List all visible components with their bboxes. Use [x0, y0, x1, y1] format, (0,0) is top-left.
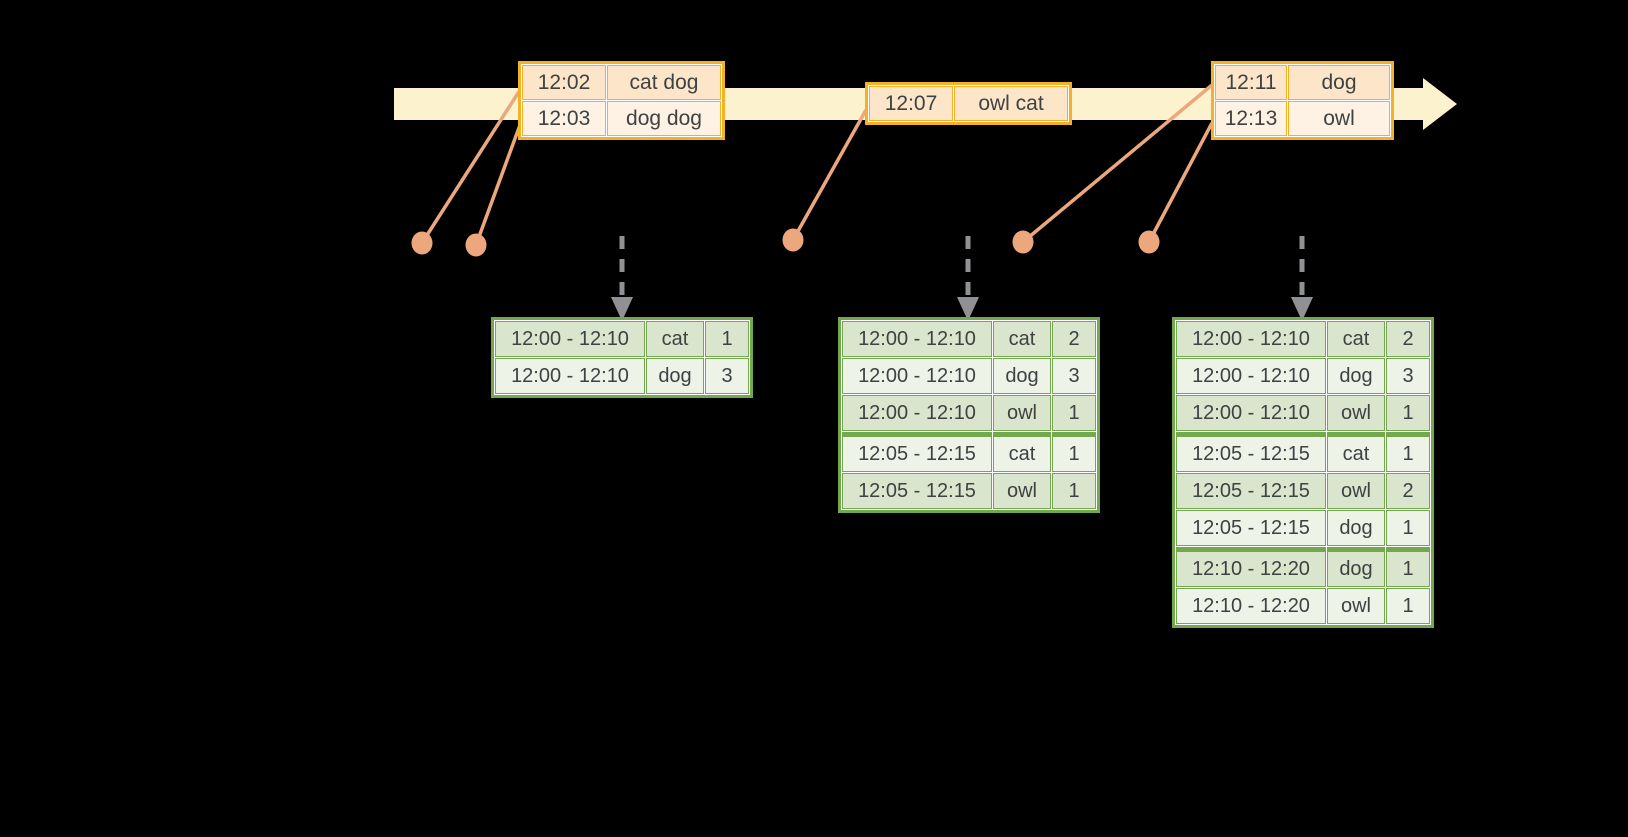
- event-connector-line: [1147, 122, 1214, 243]
- table-row: 12:13 owl: [1215, 101, 1390, 136]
- table-row: 12:10 - 12:20 dog 1: [1176, 547, 1430, 587]
- word-cell: cat: [1327, 321, 1385, 357]
- trigger-arrowhead-icon: [611, 297, 633, 321]
- result-table-2: 12:00 - 12:10 cat 2 12:00 - 12:10 dog 3 …: [838, 317, 1100, 513]
- window-cell: 12:00 - 12:10: [495, 358, 645, 394]
- event-time-cell: 12:02: [522, 65, 606, 100]
- table-row: 12:00 - 12:10 dog 3: [1176, 358, 1430, 394]
- table-row: 12:03 dog dog: [522, 101, 721, 136]
- result-table-1: 12:00 - 12:10 cat 1 12:00 - 12:10 dog 3: [491, 317, 753, 398]
- event-connector-line: [1021, 83, 1214, 244]
- event-dot: [1012, 230, 1034, 254]
- count-cell: 2: [1386, 321, 1430, 357]
- window-cell: 12:10 - 12:20: [1176, 547, 1326, 587]
- table-row: 12:11 dog: [1215, 65, 1390, 100]
- event-words-cell: dog dog: [607, 101, 721, 136]
- table-row: 12:00 - 12:10 owl 1: [1176, 395, 1430, 431]
- window-cell: 12:05 - 12:15: [1176, 473, 1326, 509]
- event-dot: [782, 228, 804, 252]
- trigger-arrowhead-icon: [1291, 297, 1313, 321]
- table-row: 12:07 owl cat: [869, 86, 1068, 121]
- window-cell: 12:00 - 12:10: [842, 395, 992, 431]
- event-table-1: 12:02 cat dog 12:03 dog dog: [518, 61, 725, 140]
- table-row: 12:00 - 12:10 dog 3: [842, 358, 1096, 394]
- event-words-cell: cat dog: [607, 65, 721, 100]
- event-table-3: 12:11 dog 12:13 owl: [1211, 61, 1394, 140]
- window-cell: 12:05 - 12:15: [842, 432, 992, 472]
- window-cell: 12:05 - 12:15: [842, 473, 992, 509]
- count-cell: 1: [705, 321, 749, 357]
- word-cell: dog: [1327, 510, 1385, 546]
- event-dot: [1138, 230, 1160, 254]
- event-connector-line: [420, 89, 522, 244]
- count-cell: 3: [1386, 358, 1430, 394]
- window-cell: 12:00 - 12:10: [495, 321, 645, 357]
- table-row: 12:02 cat dog: [522, 65, 721, 100]
- trigger-arrowhead-icon: [957, 297, 979, 321]
- table-row: 12:00 - 12:10 cat 2: [842, 321, 1096, 357]
- count-cell: 1: [1386, 510, 1430, 546]
- table-row: 12:10 - 12:20 owl 1: [1176, 588, 1430, 624]
- window-cell: 12:05 - 12:15: [1176, 510, 1326, 546]
- window-cell: 12:10 - 12:20: [1176, 588, 1326, 624]
- table-row: 12:05 - 12:15 owl 1: [842, 473, 1096, 509]
- event-words-cell: owl: [1288, 101, 1390, 136]
- table-row: 12:05 - 12:15 cat 1: [842, 432, 1096, 472]
- window-cell: 12:00 - 12:10: [1176, 358, 1326, 394]
- window-cell: 12:00 - 12:10: [1176, 321, 1326, 357]
- event-dot: [411, 231, 433, 255]
- result-table-3: 12:00 - 12:10 cat 2 12:00 - 12:10 dog 3 …: [1172, 317, 1434, 628]
- event-words-cell: dog: [1288, 65, 1390, 100]
- word-cell: owl: [1327, 473, 1385, 509]
- count-cell: 1: [1052, 473, 1096, 509]
- word-cell: dog: [646, 358, 704, 394]
- word-cell: dog: [1327, 358, 1385, 394]
- table-row: 12:05 - 12:15 owl 2: [1176, 473, 1430, 509]
- event-time-cell: 12:11: [1215, 65, 1287, 100]
- count-cell: 2: [1386, 473, 1430, 509]
- table-row: 12:00 - 12:10 cat 2: [1176, 321, 1430, 357]
- event-time-cell: 12:07: [869, 86, 953, 121]
- count-cell: 3: [1052, 358, 1096, 394]
- event-time-cell: 12:13: [1215, 101, 1287, 136]
- word-cell: dog: [1327, 547, 1385, 587]
- count-cell: 3: [705, 358, 749, 394]
- timeline-arrowhead-icon: [1423, 78, 1457, 130]
- word-cell: cat: [646, 321, 704, 357]
- event-table-2: 12:07 owl cat: [865, 82, 1072, 125]
- table-row: 12:05 - 12:15 dog 1: [1176, 510, 1430, 546]
- count-cell: 2: [1052, 321, 1096, 357]
- word-cell: cat: [993, 432, 1051, 472]
- event-words-cell: owl cat: [954, 86, 1068, 121]
- table-row: 12:05 - 12:15 cat 1: [1176, 432, 1430, 472]
- window-cell: 12:00 - 12:10: [1176, 395, 1326, 431]
- count-cell: 1: [1386, 547, 1430, 587]
- table-row: 12:00 - 12:10 owl 1: [842, 395, 1096, 431]
- count-cell: 1: [1052, 395, 1096, 431]
- word-cell: owl: [1327, 588, 1385, 624]
- window-cell: 12:05 - 12:15: [1176, 432, 1326, 472]
- word-cell: owl: [1327, 395, 1385, 431]
- count-cell: 1: [1052, 432, 1096, 472]
- event-dot: [465, 233, 487, 257]
- window-cell: 12:00 - 12:10: [842, 321, 992, 357]
- word-cell: owl: [993, 473, 1051, 509]
- table-row: 12:00 - 12:10 cat 1: [495, 321, 749, 357]
- word-cell: cat: [993, 321, 1051, 357]
- event-time-cell: 12:03: [522, 101, 606, 136]
- event-connector-line: [791, 109, 868, 241]
- word-cell: owl: [993, 395, 1051, 431]
- count-cell: 1: [1386, 588, 1430, 624]
- count-cell: 1: [1386, 432, 1430, 472]
- event-connector-line: [474, 124, 522, 246]
- window-cell: 12:00 - 12:10: [842, 358, 992, 394]
- count-cell: 1: [1386, 395, 1430, 431]
- word-cell: cat: [1327, 432, 1385, 472]
- word-cell: dog: [993, 358, 1051, 394]
- table-row: 12:00 - 12:10 dog 3: [495, 358, 749, 394]
